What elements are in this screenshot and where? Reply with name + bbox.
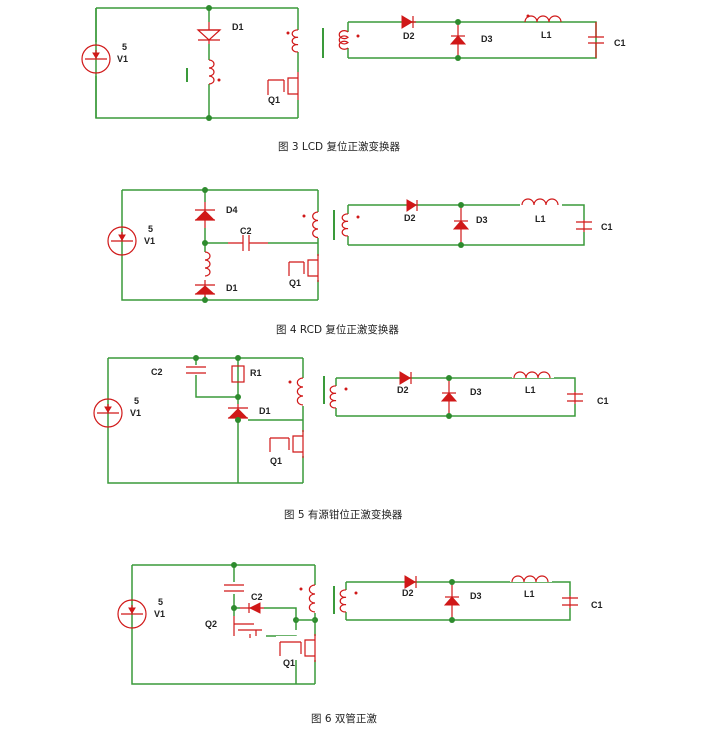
source-name: V1	[117, 54, 128, 64]
diode-d2: D2	[402, 575, 417, 598]
resistor-r1: R1	[231, 365, 262, 383]
svg-text:C2: C2	[251, 592, 263, 602]
svg-text:D4: D4	[226, 205, 238, 215]
capacitor-c2: C2	[228, 226, 268, 252]
voltage-source-v1: 5 V1	[93, 396, 141, 428]
svg-text:C1: C1	[614, 38, 626, 48]
switch-q1: Q1	[276, 634, 320, 668]
capacitor-c1: C1	[562, 596, 603, 610]
svg-text:5: 5	[134, 396, 139, 406]
clamp-diode	[240, 602, 264, 614]
svg-text:V1: V1	[154, 609, 165, 619]
inductor-l1: L1	[510, 572, 552, 599]
svg-text:D3: D3	[476, 215, 488, 225]
switch-q2: Q2	[205, 616, 266, 638]
diode-d2: D2	[397, 371, 412, 395]
diode-d3: D3	[443, 582, 482, 620]
primary-winding	[288, 377, 311, 406]
svg-text:C1: C1	[597, 396, 609, 406]
svg-text:5: 5	[158, 597, 163, 607]
voltage-source-v1: 5 V1	[107, 224, 155, 256]
figure-caption: 图 6 双管正激	[311, 712, 377, 725]
svg-text:D1: D1	[226, 283, 238, 293]
figure-caption: 图 4 RCD 复位正激变换器	[276, 323, 399, 336]
svg-text:C2: C2	[240, 226, 252, 236]
svg-text:D1: D1	[259, 406, 271, 416]
figure-caption: 图 5 有源钳位正激变换器	[284, 508, 403, 521]
diode-d1: D1	[196, 22, 244, 44]
figure-3: 5 V1 D1 Q1	[81, 5, 626, 153]
diode-d1: D1	[194, 280, 238, 300]
capacitor-c1: C1	[588, 22, 626, 58]
svg-text:D3: D3	[481, 34, 493, 44]
switch-q1: Q1	[266, 430, 308, 466]
secondary-winding	[339, 589, 358, 613]
inductor-l1: L1	[520, 196, 562, 224]
svg-text:C1: C1	[591, 600, 603, 610]
svg-text:Q2: Q2	[205, 619, 217, 629]
diode-d3: D3	[440, 378, 482, 416]
diode-d3: D3	[449, 22, 493, 58]
capacitor-c1: C1	[567, 392, 609, 406]
capacitor-c1: C1	[576, 220, 613, 232]
figure-6: 5 V1 C2 Q2 Q1	[117, 562, 603, 725]
svg-text:D2: D2	[403, 31, 415, 41]
primary-winding	[302, 211, 326, 239]
svg-text:L1: L1	[524, 589, 535, 599]
figure-5: 5 V1 C2 R1 D1 Q1	[93, 355, 609, 521]
diode-d1: D1	[227, 404, 271, 422]
svg-text:V1: V1	[144, 236, 155, 246]
secondary-winding	[341, 213, 360, 237]
svg-text:L1: L1	[525, 385, 536, 395]
source-value: 5	[122, 42, 127, 52]
svg-text:Q1: Q1	[289, 278, 301, 288]
capacitor-c2: C2	[151, 365, 206, 377]
switch-q1: Q1	[286, 254, 326, 288]
secondary-winding	[329, 385, 348, 409]
svg-text:Q1: Q1	[270, 456, 282, 466]
voltage-source-v1: 5 V1	[117, 597, 165, 629]
svg-text:V1: V1	[130, 408, 141, 418]
inductor-l1: L1	[524, 14, 562, 40]
reset-winding	[196, 251, 216, 280]
svg-text:5: 5	[148, 224, 153, 234]
svg-text:L1: L1	[541, 30, 552, 40]
svg-text:D2: D2	[402, 588, 414, 598]
primary-winding	[299, 584, 323, 613]
secondary-winding	[338, 30, 360, 50]
primary-winding	[286, 29, 299, 53]
svg-text:Q1: Q1	[283, 658, 295, 668]
diode-d3: D3	[452, 205, 488, 245]
svg-text:D3: D3	[470, 387, 482, 397]
svg-text:D3: D3	[470, 591, 482, 601]
diode-d4: D4	[194, 202, 238, 228]
reset-winding	[186, 59, 221, 85]
svg-text:C2: C2	[151, 367, 163, 377]
diode-d2: D2	[404, 199, 418, 223]
voltage-source-v1: 5 V1	[81, 8, 128, 118]
svg-text:R1: R1	[250, 368, 262, 378]
svg-text:Q1: Q1	[268, 95, 280, 105]
figure-4: 5 V1 D4 C2 D1	[107, 187, 613, 336]
inductor-l1: L1	[512, 368, 554, 395]
svg-text:D2: D2	[404, 213, 416, 223]
diode-d2: D2	[401, 15, 416, 41]
svg-text:D1: D1	[232, 22, 244, 32]
svg-text:L1: L1	[535, 214, 546, 224]
switch-q1: Q1	[267, 72, 299, 105]
svg-text:D2: D2	[397, 385, 409, 395]
svg-text:C1: C1	[601, 222, 613, 232]
figure-caption: 图 3 LCD 复位正激变换器	[278, 140, 400, 153]
capacitor-c2: C2	[224, 582, 263, 602]
